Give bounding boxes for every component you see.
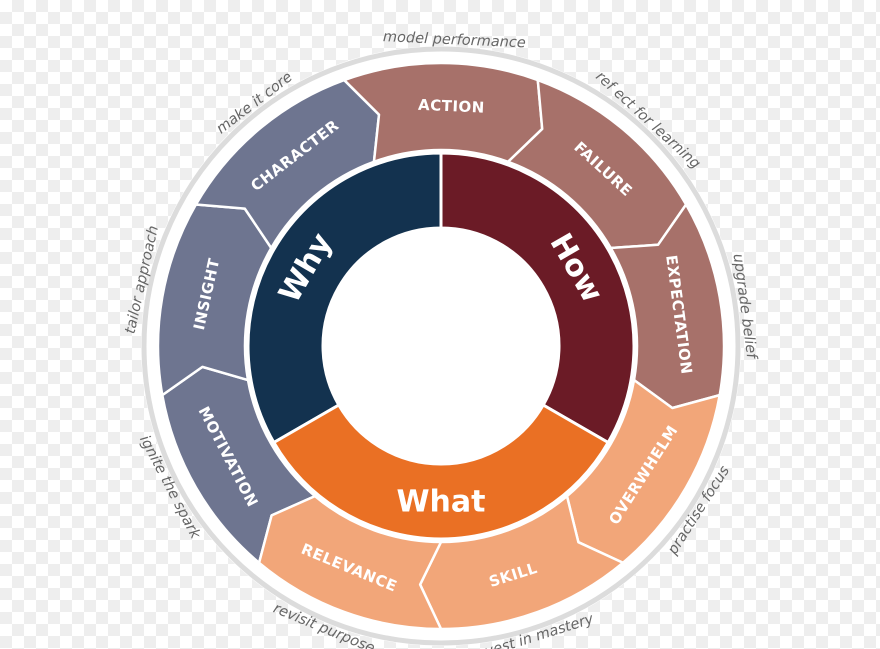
outer-ring-border bbox=[141, 46, 741, 646]
segment-label-action: ACTION bbox=[418, 96, 485, 117]
segment-caption-action: model performance bbox=[383, 29, 527, 51]
center-hole bbox=[323, 228, 559, 464]
inner-label-what: What bbox=[396, 485, 485, 520]
segment-ring bbox=[156, 61, 726, 631]
inner-ring bbox=[246, 151, 636, 541]
segment-relevance bbox=[257, 494, 443, 631]
